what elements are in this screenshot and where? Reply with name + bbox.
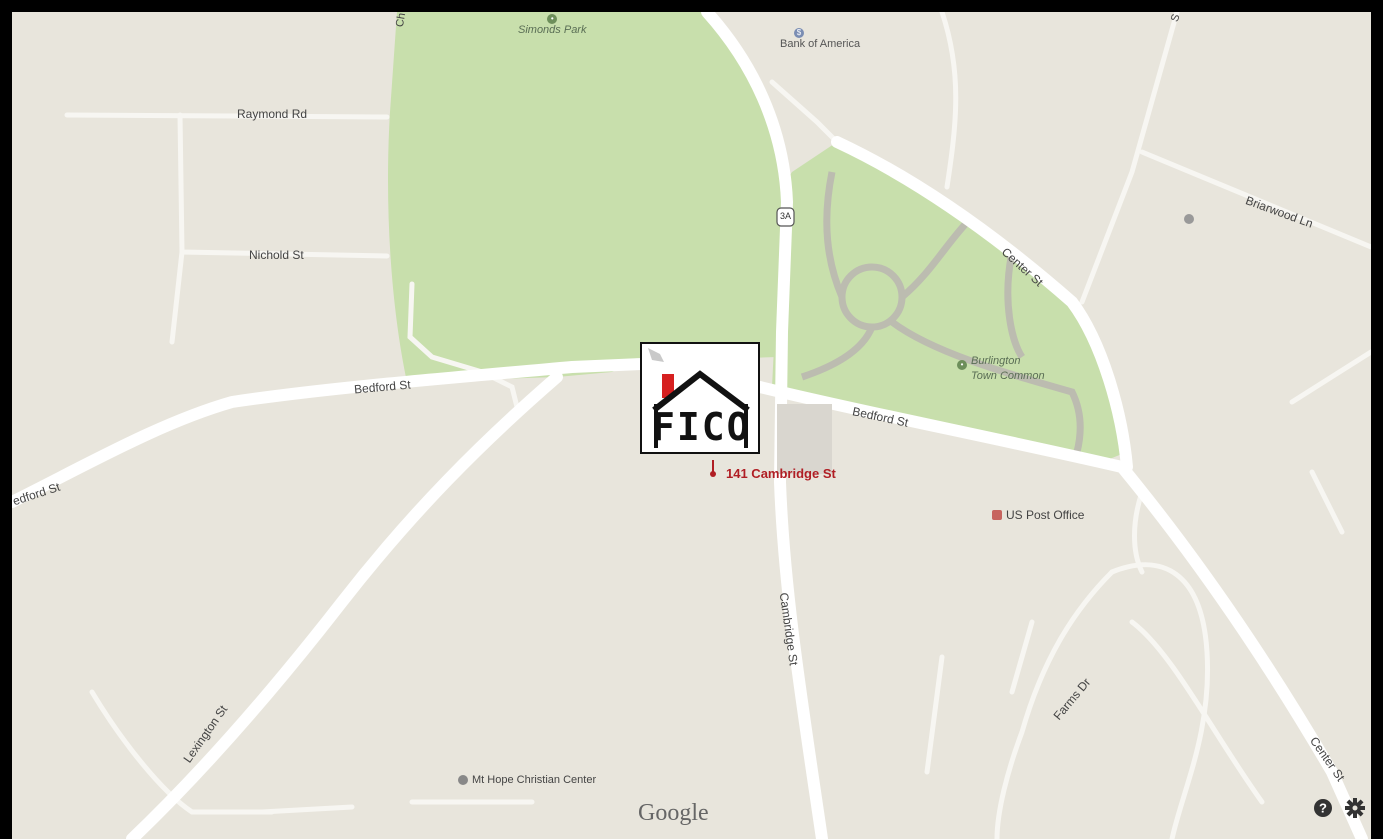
poi-simonds-park[interactable]: • Simonds Park	[518, 14, 586, 36]
simonds-park-area	[387, 12, 782, 382]
poi-town-common[interactable]: • Burlington Town Common	[957, 354, 1045, 384]
road-label-nichold: Nichold St	[249, 248, 304, 262]
map-base-layer	[12, 12, 1371, 839]
map-canvas[interactable]: 3A Raymond Rd Nichold St Bedford St edfo…	[12, 12, 1371, 839]
gear-icon[interactable]	[1344, 797, 1366, 819]
park-icon: •	[547, 14, 558, 24]
address-marker-label: 141 Cambridge St	[726, 466, 836, 481]
parking-lot	[777, 404, 832, 474]
logo-text: FICO	[652, 405, 752, 449]
house-icon	[648, 348, 750, 448]
poi-label: US Post Office	[1006, 508, 1085, 522]
major-roads	[12, 12, 1368, 839]
google-attribution: Google	[638, 800, 709, 826]
town-common-paths	[800, 171, 1084, 453]
svg-text:?: ?	[1319, 801, 1327, 816]
church-icon	[458, 775, 468, 785]
poi-bank[interactable]: $ Bank of America	[780, 28, 860, 50]
post-office-icon	[992, 510, 1002, 520]
poi-label-line1: Burlington	[971, 355, 1021, 367]
poi-school[interactable]	[1184, 214, 1194, 224]
route-shield-label: 3A	[779, 211, 791, 221]
road-label-raymond: Raymond Rd	[237, 107, 308, 121]
route-3a-shield	[776, 207, 795, 227]
bank-icon: $	[794, 28, 804, 38]
poi-label: Mt Hope Christian Center	[472, 774, 597, 786]
fico-logo-marker[interactable]: FICO	[640, 342, 760, 454]
road-label-top-left: Ch	[393, 12, 409, 28]
poi-post-office[interactable]: US Post Office	[992, 508, 1084, 522]
park-icon: •	[957, 360, 967, 370]
school-icon	[1184, 214, 1194, 224]
address-marker-pin[interactable]	[710, 460, 716, 477]
poi-label-line2: Town Common	[971, 370, 1045, 382]
poi-label: Simonds Park	[518, 24, 587, 36]
help-icon[interactable]: ?	[1312, 797, 1334, 819]
minor-roads	[64, 12, 1371, 839]
poi-church[interactable]: Mt Hope Christian Center	[458, 774, 596, 786]
poi-label: Bank of America	[780, 38, 861, 50]
